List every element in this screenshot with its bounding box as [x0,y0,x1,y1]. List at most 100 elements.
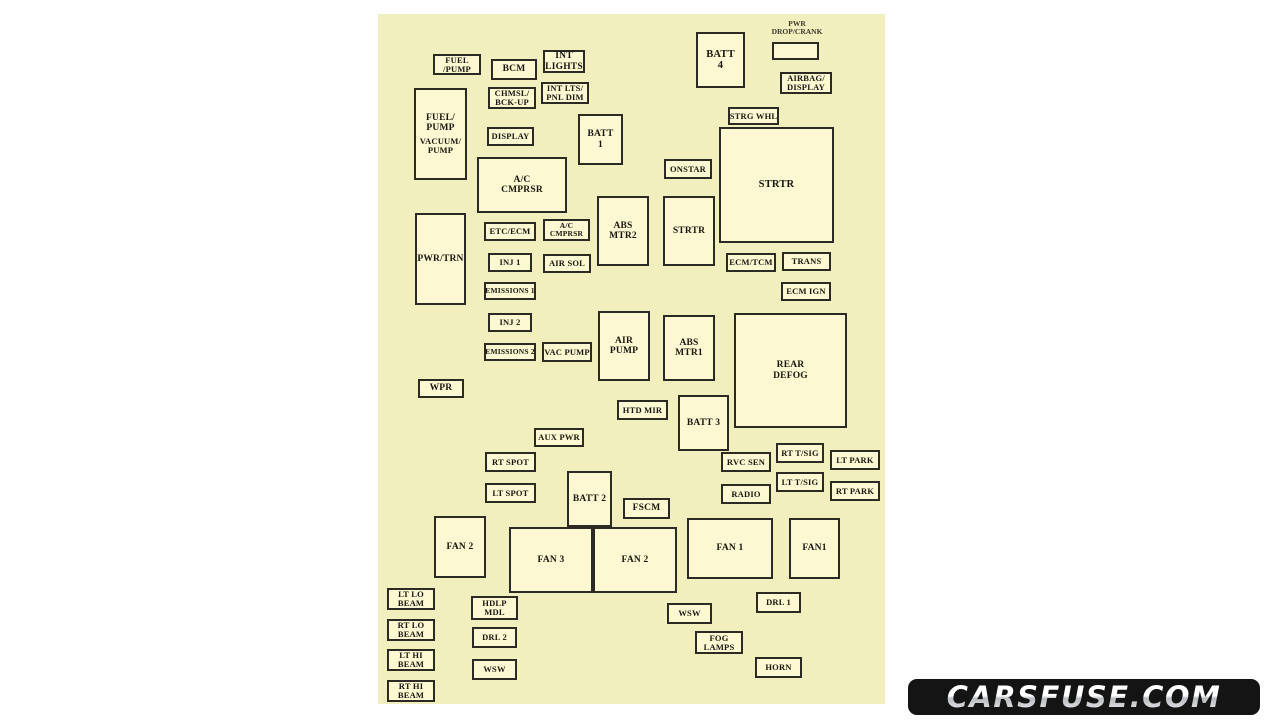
fuse-label: BATT [706,48,735,60]
fuse-lt-tsig[interactable]: LT T/SIG [776,472,824,492]
fuse-fog-lamps[interactable]: FOG LAMPS [695,631,743,654]
relay-fan-2-left[interactable]: FAN 2 [434,516,486,578]
fuse-horn[interactable]: HORN [755,657,802,678]
fuse-label: PWR/TRN [417,253,464,264]
relay-fan-3[interactable]: FAN 3 [509,527,593,593]
fuse-airbag-display[interactable]: AIRBAG/ DISPLAY [780,72,832,94]
fuse-label: FAN1 [802,543,827,554]
fuse-batt-3[interactable]: BATT 3 [678,395,729,451]
fuse-label: ECM IGN [786,286,826,296]
fuse-label: ONSTAR [670,163,706,174]
fuse-emissions-2[interactable]: EMISSIONS 2 [484,343,536,361]
relay-strtr-large[interactable]: STRTR [719,127,834,243]
fuse-wpr[interactable]: WPR [418,379,464,398]
fuse-label: WSW [678,608,701,618]
fuse-label-2: PNL DIM [546,92,584,102]
fuse-hdlp-mdl[interactable]: HDLP MDL [471,596,518,620]
fuse-int-lights[interactable]: INT LIGHTS [543,50,585,73]
fuse-label: RT LO [397,620,425,630]
fuse-batt-4[interactable]: BATT 4 [696,32,745,88]
fuse-vac-pump[interactable]: VAC PUMP [542,342,592,362]
fuse-drl-1[interactable]: DRL 1 [756,592,801,613]
fuse-lt-hi-beam[interactable]: LT HI BEAM [387,649,435,671]
fuse-radio[interactable]: RADIO [721,484,771,504]
fuse-label: A/C [513,174,531,185]
fuse-aux-pwr[interactable]: AUX PWR [534,428,584,447]
relay-strtr-small[interactable]: STRTR [663,196,715,266]
fuse-lt-lo-beam[interactable]: LT LO BEAM [387,588,435,610]
fuse-rt-park[interactable]: RT PARK [830,481,880,501]
relay-ac-cmprsr-large[interactable]: A/C CMPRSR [477,157,567,213]
fuse-int-lts-pnl-dim[interactable]: INT LTS/ PNL DIM [541,82,589,104]
fuse-batt-1[interactable]: BATT 1 [578,114,623,165]
fuse-label: RT HI [398,681,424,691]
fuse-label-2: DEFOG [773,370,808,381]
fuse-onstar[interactable]: ONSTAR [664,159,712,179]
fuse-label: FOG [709,632,729,643]
fuse-etc-ecm[interactable]: ETC/ECM [484,222,536,241]
relay-air-pump[interactable]: AIR PUMP [598,311,650,381]
relay-pwr-drop-crank[interactable] [772,42,819,60]
fuse-batt-2[interactable]: BATT 2 [567,471,612,527]
fuse-label: WPR [429,383,453,394]
fuse-label: INJ 2 [499,317,521,327]
relay-rear-defog[interactable]: REAR DEFOG [734,313,847,428]
fuse-label: FAN 3 [537,554,565,565]
fuse-air-sol[interactable]: AIR SOL [543,254,591,273]
fuse-label-2: MDL [484,607,505,617]
fuse-inj-2[interactable]: INJ 2 [488,313,532,332]
fuse-emissions-1[interactable]: EMISSIONS 1 [484,282,536,300]
fuse-label: CHMSL/ [494,88,530,98]
fuse-label: RADIO [731,488,761,499]
fuse-fuel-pump-small[interactable]: FUEL /PUMP [433,54,481,75]
fuse-chmsl-bck-up[interactable]: CHMSL/ BCK-UP [488,87,536,109]
relay-fan-1[interactable]: FAN 1 [687,518,773,579]
relay-abs-mtr1[interactable]: ABS MTR1 [663,315,715,381]
relay-fan-2-mid[interactable]: FAN 2 [593,527,677,593]
fuse-rt-lo-beam[interactable]: RT LO BEAM [387,619,435,641]
fuse-inj-1[interactable]: INJ 1 [488,253,532,272]
fuse-display[interactable]: DISPLAY [487,127,534,146]
fuse-box-diagram-panel: PWR DROP/CRANK FUEL /PUMP BCM INT LIGHTS… [378,14,885,704]
fuse-ac-cmprsr-small[interactable]: A/C CMPRSR [543,219,590,241]
fuse-label: FSCM [632,503,661,514]
fuse-ecm-tcm[interactable]: ECM/TCM [726,253,776,272]
fuse-label: FUEL/ [426,112,455,123]
fuse-label: REAR [776,360,805,371]
fuse-bcm[interactable]: BCM [491,59,537,80]
fuse-rt-hi-beam[interactable]: RT HI BEAM [387,680,435,702]
fuse-label-2: /PUMP [443,63,471,74]
fuse-label: TRANS [791,256,822,266]
fuse-lt-park[interactable]: LT PARK [830,450,880,470]
fuse-htd-mir[interactable]: HTD MIR [617,400,668,420]
fuse-wsw-right[interactable]: WSW [667,603,712,624]
caption-pwr-drop-crank: PWR DROP/CRANK [766,20,828,36]
fuse-fscm[interactable]: FSCM [623,498,670,519]
relay-fan1[interactable]: FAN1 [789,518,840,579]
fuse-trans[interactable]: TRANS [782,252,831,271]
fuse-label-2: 1 [598,139,603,150]
fuse-ecm-ign[interactable]: ECM IGN [781,282,831,301]
fuse-label: BATT 3 [686,417,721,428]
fuse-label-2: CMPRSR [549,229,584,238]
fuse-label: BATT [587,129,614,140]
fuse-pwr-trn[interactable]: PWR/TRN [415,213,466,305]
fuse-label: LT PARK [836,454,874,465]
fuse-label: HORN [765,662,792,672]
fuse-rvc-sen[interactable]: RVC SEN [721,452,771,472]
fuse-strg-whl[interactable]: STRG WHL [728,107,779,125]
fuse-label-2: BEAM [397,690,425,700]
fuse-lt-spot[interactable]: LT SPOT [485,483,536,503]
fuse-wsw-left[interactable]: WSW [472,659,517,680]
fuse-label: ABS [613,220,633,231]
fuse-drl-2[interactable]: DRL 2 [472,627,517,648]
fuse-label-2: BEAM [397,659,425,669]
fuse-label-2: PUMP [609,346,639,356]
fuse-rt-spot[interactable]: RT SPOT [485,452,536,472]
fuse-label-2: BEAM [397,629,425,639]
fuse-rt-tsig[interactable]: RT T/SIG [776,443,824,463]
relay-abs-mtr2[interactable]: ABS MTR2 [597,196,649,266]
fuse-label-2: MTR1 [675,348,703,358]
watermark-text: CARSFUSE.COM [946,680,1222,714]
fuse-fuel-pump-large[interactable]: FUEL/ PUMP VACUUM/ PUMP [414,88,467,180]
